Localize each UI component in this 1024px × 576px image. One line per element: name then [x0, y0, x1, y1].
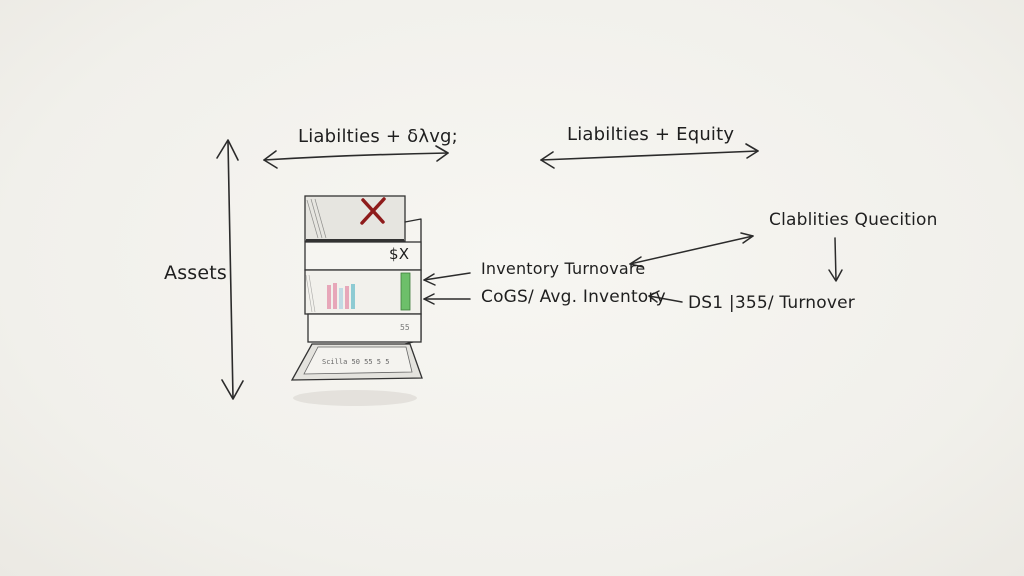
- cabinet-value-label: $X: [389, 245, 410, 263]
- label-liabilities-left: Liabilties + δλvg;: [298, 126, 458, 147]
- bar-chart-icon: [327, 272, 411, 311]
- label-assets: Assets: [164, 262, 228, 284]
- label-inventory-turnovare: Inventory Turnovare: [481, 259, 646, 278]
- top-right-double-arrow: [540, 143, 759, 169]
- cabinet-base-text: Scilla 50 55 5 5: [322, 358, 390, 366]
- dsi-arrow: [648, 290, 683, 303]
- assets-vertical-arrow: [216, 139, 244, 400]
- top-left-double-arrow: [263, 145, 449, 169]
- cogs-arrow: [423, 293, 471, 305]
- clablities-down-arrow: [828, 237, 843, 282]
- label-dsi-turnover: DS1 |355/ Turnover: [688, 293, 855, 313]
- turnover-clablities-arrow: [629, 232, 754, 268]
- label-liabilities-equity: Liabilties + Equity: [567, 124, 735, 145]
- inventory-arrow: [423, 272, 471, 286]
- cabinet-small-mark: 55: [400, 323, 410, 332]
- label-cogs-avg-inventory: CoGS/ Avg. Inventory: [481, 287, 666, 307]
- red-x-icon: [360, 197, 386, 225]
- filing-cabinet-icon: [290, 195, 423, 406]
- label-clablities-quecition: Clablities Quecition: [769, 210, 938, 230]
